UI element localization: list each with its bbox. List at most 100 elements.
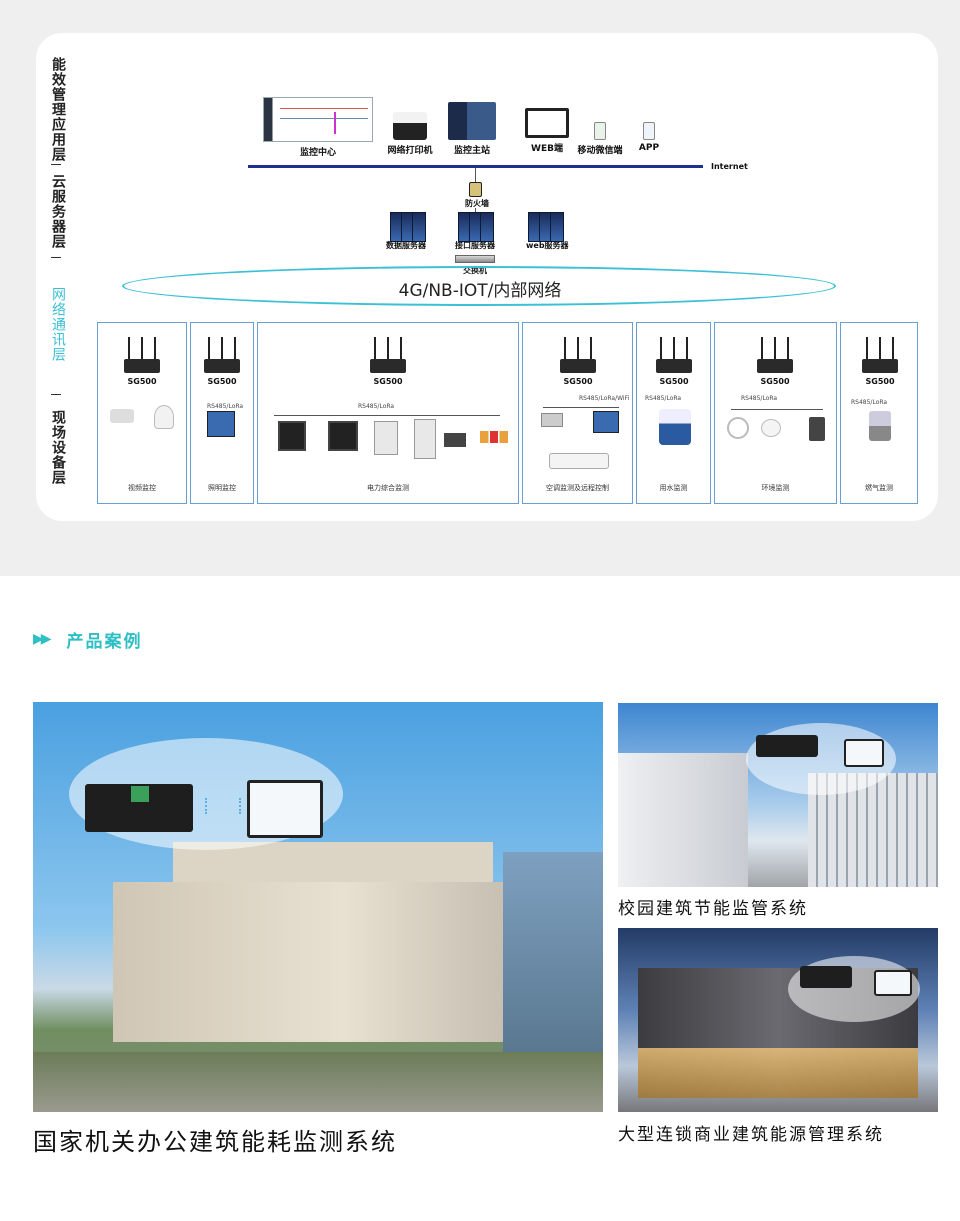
- gateway-icon: SG500: [560, 337, 596, 386]
- device-wechat: 移动微信端: [574, 122, 626, 156]
- server-icon: [528, 210, 564, 242]
- network-label: 4G/NB-IOT/内部网络: [398, 281, 562, 301]
- zone-title: 用水监测: [659, 484, 688, 492]
- ground-illustration: [33, 1052, 603, 1112]
- section-title: ▶▶ 产品案例: [33, 628, 143, 652]
- zone-title: 燃气监测: [865, 484, 893, 492]
- sensor-icon: [480, 431, 508, 443]
- building-illustration: [113, 882, 573, 1042]
- device-label: 监控中心: [299, 148, 336, 158]
- device-main-station: 监控主站: [446, 102, 498, 156]
- case-photo-retail: [618, 928, 938, 1112]
- device-label: 监控主站: [453, 146, 490, 156]
- rs485-bus: [274, 415, 500, 416]
- device-app: APP: [632, 122, 666, 153]
- device-web: WEB端: [522, 108, 572, 154]
- air-conditioner-icon: [549, 453, 609, 469]
- gateway-icon: SG500: [370, 337, 406, 386]
- zone-power: SG500 RS485/LoRa 电力综合监测: [257, 322, 519, 504]
- gateway-icon: SG500: [862, 337, 898, 386]
- gateway-label: SG500: [865, 377, 895, 386]
- case-caption-campus: 校园建筑节能监管系统: [618, 899, 808, 919]
- gas-meter-icon: [869, 411, 891, 441]
- water-meter-icon: [659, 409, 691, 445]
- monitor-screen-icon: [263, 97, 373, 142]
- zone-water: SG500 RS485/LoRa 用水监测: [636, 322, 711, 504]
- zone-title: 空调监测及远程控制: [546, 484, 609, 492]
- zone-title: 照明监控: [208, 484, 236, 492]
- dc-screen-icon: [444, 433, 466, 447]
- workstation-icon: [448, 102, 496, 140]
- switch-icon: [455, 255, 495, 263]
- dome-camera-icon: [154, 405, 174, 429]
- device-label: WEB端: [531, 144, 563, 154]
- power-quality-meter-icon: [328, 421, 358, 451]
- case-photo-campus: [618, 703, 938, 887]
- gateway-icon: SG500: [124, 337, 160, 386]
- gateway-icon: SG500: [204, 337, 240, 386]
- layer-separator: [51, 394, 61, 395]
- internet-label: Internet: [711, 162, 748, 171]
- connector-line: [475, 208, 476, 214]
- connector-line: [475, 168, 476, 182]
- ac-meter-icon: [593, 411, 619, 433]
- monitor-screen-image: [844, 739, 884, 767]
- firewall-label: 防火墙: [465, 199, 489, 208]
- bus-label: RS485/LoRa: [645, 395, 682, 402]
- layer-label-app: 能效管理应用层: [50, 57, 66, 162]
- layer-label-network: 网络通讯层: [50, 287, 66, 362]
- zone-lighting: SG500 RS485/LoRa 照明监控: [190, 322, 254, 504]
- device-label: 移动微信端: [577, 146, 623, 156]
- zone-title: 视频监控: [128, 484, 156, 492]
- layer-label-cloud: 云服务器层: [50, 174, 66, 249]
- server-icon: [458, 210, 494, 242]
- server-label: web服务器: [526, 241, 569, 250]
- case-photo-main: [33, 702, 603, 1112]
- zone-video: SG500 视频监控: [97, 322, 187, 504]
- building-illustration: [618, 753, 748, 887]
- bus-label: RS485/LoRa: [207, 403, 244, 410]
- gateway-label: SG500: [659, 377, 689, 386]
- gateway-label: SG500: [373, 377, 403, 386]
- bus-label: RS485/LoRa/WiFi: [579, 395, 630, 402]
- server-icon: [390, 210, 426, 242]
- gateway-label: SG500: [127, 377, 157, 386]
- section-title-text: 产品案例: [66, 631, 143, 652]
- bus-label: RS485/LoRa: [851, 399, 888, 406]
- device-label: 网络打印机: [387, 146, 433, 156]
- gateway-device-label-plate: [131, 786, 149, 802]
- layer-separator: [51, 257, 61, 258]
- zone-title: 环境监测: [761, 484, 790, 492]
- wireless-signal-icon: [205, 798, 241, 814]
- zone-gas: SG500 RS485/LoRa 燃气监测: [840, 322, 918, 504]
- gateway-icon: SG500: [757, 337, 793, 386]
- server-label: 数据服务器: [386, 241, 426, 250]
- storefront-illustration: [638, 1048, 918, 1098]
- double-arrow-icon: ▶▶: [33, 631, 51, 647]
- gateway-icon: SG500: [656, 337, 692, 386]
- protection-device-icon: [374, 421, 398, 455]
- case-caption-main: 国家机关办公建筑能耗监测系统: [33, 1128, 397, 1156]
- gateway-device-image: [756, 735, 818, 757]
- device-monitor-center: 监控中心: [262, 97, 374, 158]
- internet-bus-line: [248, 165, 703, 168]
- cabinet-icon: [414, 419, 436, 459]
- firewall-icon: [469, 182, 482, 197]
- zone-title: 电力综合监测: [367, 484, 409, 492]
- smoke-detector-icon: [761, 419, 781, 437]
- zone-environment: SG500 RS485/LoRa 环境监测: [714, 322, 837, 504]
- printer-icon: [393, 112, 427, 140]
- monitor-screen-image: [247, 780, 323, 838]
- rs485-bus: [731, 409, 823, 410]
- zone-aircon: SG500 RS485/LoRa/WiFi 空调监测及远程控制: [522, 322, 633, 504]
- camera-icon: [110, 409, 134, 423]
- case-caption-retail: 大型连锁商业建筑能源管理系统: [618, 1125, 884, 1145]
- access-control-icon: [809, 417, 825, 441]
- rs485-bus: [543, 407, 619, 408]
- monitor-screen-image: [874, 970, 912, 996]
- bus-label: RS485/LoRa: [741, 395, 778, 402]
- web-monitor-icon: [525, 108, 569, 138]
- ac-controller-icon: [541, 413, 563, 427]
- lighting-controller-icon: [207, 411, 235, 437]
- server-label: 接口服务器: [455, 241, 495, 250]
